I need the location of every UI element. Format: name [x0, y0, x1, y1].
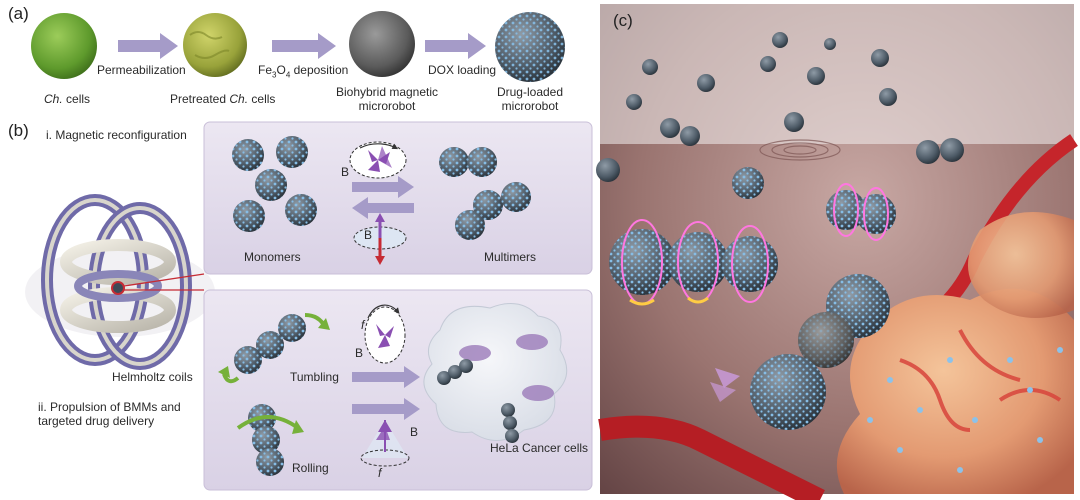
tumbling-field-diagram — [364, 304, 406, 364]
monomers-label: Monomers — [244, 250, 301, 264]
arrow-label-dox-loading: DOX loading — [428, 63, 497, 77]
monomer-particles — [232, 136, 317, 232]
stage-label-drug-loaded-line2: microrobot — [501, 99, 559, 113]
multimer-chains — [439, 147, 531, 240]
stage-label-pretreated: Pretreated Ch. cells — [170, 92, 275, 106]
rolling-field-diagram — [360, 420, 410, 467]
stage-label-ch-prefix: Ch. — [44, 92, 63, 106]
arrow-forward — [352, 176, 414, 198]
panel-a-label: (a) — [8, 4, 29, 23]
panel-b-artwork — [25, 121, 593, 491]
stage-label-ch-name: cells — [66, 92, 91, 106]
freq-f-label-2: f — [378, 466, 382, 480]
section-i-title: i. Magnetic reconfiguration — [46, 128, 187, 142]
pretreated-cell-sphere — [183, 13, 247, 77]
panel-a-artwork — [31, 11, 565, 82]
hela-cells-label: HeLa Cancer cells — [490, 441, 589, 455]
coil-center-sample — [111, 281, 125, 295]
spiral-vortex — [759, 139, 841, 161]
stage-label-biohybrid-line1: Biohybrid magnetic — [335, 85, 439, 99]
stage-label-pretreated-name: Pretreated — [170, 92, 227, 106]
tumbling-label: Tumbling — [290, 370, 339, 384]
tumor-mass-small — [967, 212, 1074, 318]
arrow-dox-loading — [425, 33, 486, 59]
stage-label-pretreated-suffix: cells — [251, 92, 276, 106]
section-ii-title-line1: ii. Propulsion of BMMs and — [38, 400, 181, 414]
floating-microrobots — [596, 32, 964, 199]
tumbling-chain — [218, 313, 330, 384]
tumor-mass-large — [836, 288, 1074, 494]
trajectory-arrow — [715, 368, 740, 388]
stage-label-pretreated-prefix: Ch. — [229, 92, 249, 106]
helmholtz-coils — [25, 194, 215, 370]
field-b-label-1: B — [341, 165, 350, 179]
helmholtz-coils-label: Helmholtz coils — [112, 370, 193, 384]
section-ii-title-line2: targeted drug delivery — [38, 414, 155, 428]
field-b-label-3: B — [355, 346, 364, 360]
panel-c-label: (c) — [613, 11, 633, 30]
panel-c-artwork — [596, 4, 1078, 500]
biohybrid-microrobot-sphere — [349, 11, 415, 77]
panel-b-label: (b) — [8, 121, 29, 140]
field-b-label-2: B — [364, 228, 373, 242]
arrow-rolling-propulsion — [352, 398, 420, 420]
rolling-label: Rolling — [292, 461, 329, 475]
arrow-backward — [352, 197, 414, 219]
arrow-label-fe3o4-deposition: Fe3O4 deposition — [258, 63, 349, 80]
connector-line-top — [123, 273, 205, 287]
arrow-label-permeabilization: Permeabilization — [97, 63, 186, 77]
hela-cancer-cells — [423, 303, 568, 443]
stage-label-ch-cells: Ch. cells — [44, 92, 90, 106]
rotating-dimer — [826, 183, 896, 241]
freq-f-label-1: f — [361, 318, 365, 332]
field-b-label-4: B — [410, 425, 419, 439]
rolling-chain — [236, 404, 304, 476]
arrow-tumbling-propulsion — [352, 366, 420, 388]
arrow-fe3o4-deposition — [272, 33, 336, 59]
multimers-label: Multimers — [484, 250, 537, 264]
rotating-microrobot-chain — [609, 219, 778, 306]
rotating-field-diagram — [349, 141, 407, 179]
stage-label-drug-loaded-line1: Drug-loaded — [496, 85, 564, 99]
ch-cell-sphere — [31, 13, 97, 79]
stage-label-biohybrid-line2: microrobot — [358, 99, 416, 113]
tumor-attacking-microrobots — [750, 274, 890, 430]
static-field-diagram — [353, 213, 407, 265]
blood-vessel-left — [598, 415, 825, 500]
arrow-permeabilization — [118, 33, 178, 59]
